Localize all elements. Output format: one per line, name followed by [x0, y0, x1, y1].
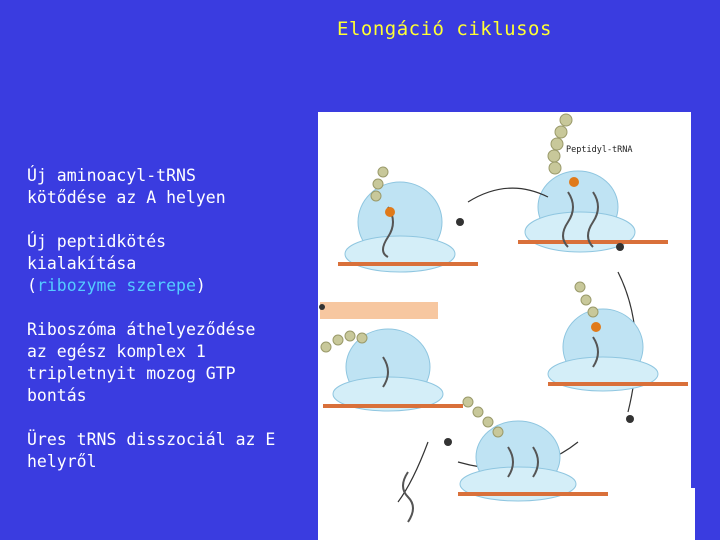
annotation-box	[320, 302, 438, 319]
figure-corner-panel	[630, 488, 695, 540]
ribosome-left-top	[338, 181, 478, 273]
elongation-cycle-figure: Peptidyl-tRNA	[318, 112, 691, 540]
ribosome-bottom	[458, 420, 608, 502]
bullet-2-paren-close: )	[195, 276, 206, 295]
elongation-diagram: Peptidyl-tRNA	[319, 113, 688, 523]
peptide-chain-left-top	[370, 166, 389, 202]
bullet-2-line-3: (ribozyme szerepe)	[27, 275, 206, 297]
bullet-3-line-4: bontás	[27, 386, 87, 405]
bullet-1-line-1: Új aminoacyl-tRNS	[27, 166, 196, 185]
bullet-3-line-1: Riboszóma áthelyeződése	[27, 320, 256, 339]
bullet-3-line-2: az egész komplex 1	[27, 342, 206, 361]
bullet-4-line-1: Üres tRNS disszociál az E	[27, 430, 276, 449]
bullet-1-line-2: kötődése az A helyen	[27, 188, 226, 207]
bullet-3-line-3: tripletnyit mozog GTP	[27, 364, 236, 383]
bullet-2-highlight: ribozyme szerepe	[36, 276, 196, 295]
bullet-2-line-2: kialakítása	[27, 254, 137, 273]
ribosome-middle-right	[547, 308, 688, 392]
bullet-2-line-1: Új peptidkötés	[27, 232, 167, 251]
title-text: Elongáció ciklusos	[337, 18, 552, 40]
peptide-chain-middle-left	[320, 330, 368, 353]
bullet-4-line-2: helyről	[27, 452, 97, 471]
ribosome-middle-left	[323, 328, 463, 412]
peptide-chain-bottom	[462, 396, 504, 438]
peptide-chain-top	[547, 113, 573, 175]
bullet-2-paren-open: (	[27, 276, 37, 295]
peptidyl-trna-label: Peptidyl-tRNA	[566, 145, 633, 155]
released-trna	[402, 471, 414, 523]
ribosome-top	[518, 170, 668, 253]
peptide-chain-middle-right	[574, 281, 599, 318]
step-markers	[319, 218, 634, 446]
